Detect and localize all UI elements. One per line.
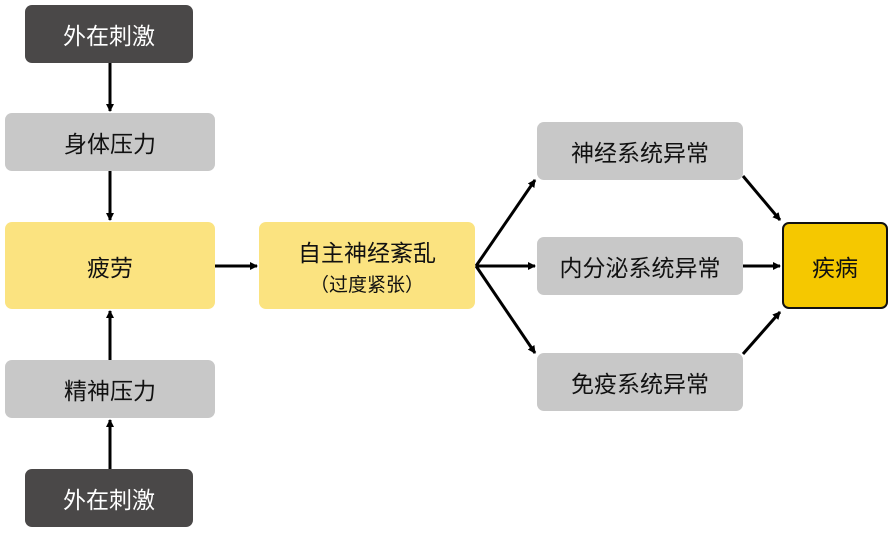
- node-label: 外在刺激: [63, 488, 155, 514]
- node-label: 疾病: [812, 255, 858, 282]
- node-label: 免疫系统异常: [571, 372, 709, 398]
- node-label: 精神压力: [64, 379, 156, 405]
- arrow-nervous-to-disease: [741, 175, 782, 221]
- node-autonomic: 自主神经紊乱 （过度紧张）: [259, 222, 475, 309]
- node-stimulus-top: 外在刺激: [25, 5, 193, 63]
- node-label: 神经系统异常: [571, 141, 709, 167]
- node-fatigue: 疲劳: [5, 222, 215, 309]
- node-label: 自主神经紊乱: [298, 241, 436, 267]
- node-disease: 疾病: [782, 222, 888, 309]
- node-mental-pressure: 精神压力: [5, 360, 215, 418]
- node-label: 内分泌系统异常: [559, 256, 721, 282]
- node-immune: 免疫系统异常: [537, 353, 743, 411]
- arrow-autonomic-to-nervous: [474, 179, 537, 267]
- node-nervous: 神经系统异常: [537, 122, 743, 180]
- node-label: 疲劳: [87, 255, 133, 282]
- node-label: 外在刺激: [63, 24, 155, 50]
- node-body-pressure: 身体压力: [5, 113, 215, 171]
- node-sublabel: （过度紧张）: [309, 274, 424, 296]
- node-label: 身体压力: [64, 132, 156, 158]
- arrow-immune-to-disease: [741, 311, 782, 355]
- node-stimulus-bottom: 外在刺激: [25, 469, 193, 527]
- arrow-autonomic-to-immune: [474, 265, 537, 354]
- node-endocrine: 内分泌系统异常: [537, 237, 743, 295]
